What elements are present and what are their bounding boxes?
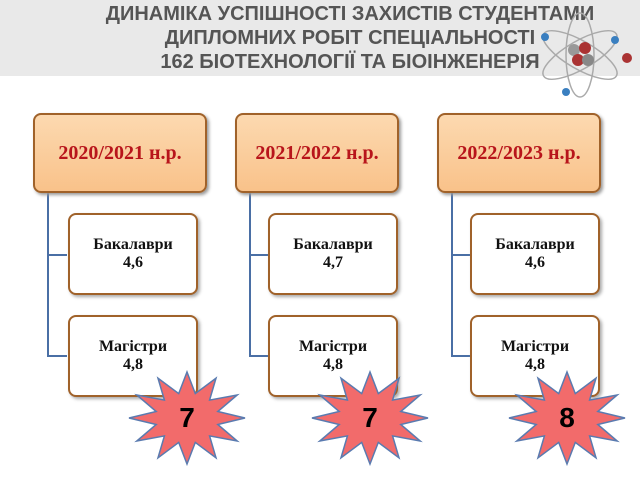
- master-value: 4,8: [525, 356, 545, 373]
- connector-line: [249, 355, 269, 357]
- bachelor-label: Бакалаври: [293, 236, 373, 253]
- connector-line: [451, 254, 471, 256]
- master-value: 4,8: [123, 356, 143, 373]
- bachelor-value: 4,7: [323, 254, 343, 271]
- bachelor-value: 4,6: [525, 254, 545, 271]
- starburst-shape: [311, 369, 429, 467]
- title-band: [0, 0, 640, 76]
- master-value: 4,8: [323, 356, 343, 373]
- count-value: 7: [362, 402, 378, 433]
- connector-line: [47, 355, 67, 357]
- starburst-shape: [508, 369, 626, 467]
- master-label: Магістри: [500, 338, 570, 355]
- year-box: 2020/2021 н.р.: [33, 113, 207, 193]
- count-star: 7: [127, 369, 247, 467]
- starburst-shape: [128, 369, 246, 467]
- bachelor-label: Бакалаври: [495, 236, 575, 253]
- atom-icon: [541, 12, 632, 98]
- year-box: 2021/2022 н.р.: [235, 113, 399, 193]
- connector-line: [249, 193, 251, 355]
- connector-line: [47, 254, 67, 256]
- count-value: 7: [179, 402, 195, 433]
- count-star: 7: [310, 369, 430, 467]
- title-line: ДИПЛОМНИХ РОБІТ СПЕЦІАЛЬНОСТІ: [164, 27, 536, 49]
- connector-line: [47, 193, 49, 355]
- count-star: 8: [507, 369, 627, 467]
- count-value: 8: [559, 402, 575, 433]
- master-label: Магістри: [298, 338, 368, 355]
- page-title: ДИНАМІКА УСПІШНОСТІ ЗАХИСТІВ СТУДЕНТАМИ …: [40, 2, 640, 74]
- title-line: 162 БІОТЕХНОЛОГІЇ ТА БІОІНЖЕНЕРІЯ: [160, 51, 540, 73]
- bachelor-value: 4,6: [123, 254, 143, 271]
- master-label: Магістри: [98, 338, 168, 355]
- bachelor-label: Бакалаври: [93, 236, 173, 253]
- title-line: ДИНАМІКА УСПІШНОСТІ ЗАХИСТІВ СТУДЕНТАМИ: [105, 3, 595, 25]
- connector-line: [451, 193, 453, 355]
- connector-line: [451, 355, 471, 357]
- year-box: 2022/2023 н.р.: [437, 113, 601, 193]
- connector-line: [249, 254, 269, 256]
